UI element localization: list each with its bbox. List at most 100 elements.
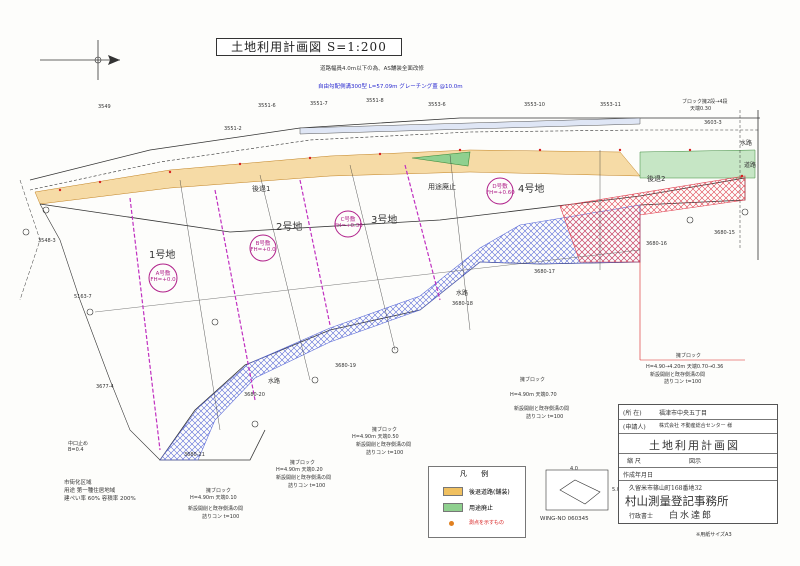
block-c-height: H=4.90m 天端0.50 [352,434,399,440]
parcel-label: 3549 [98,104,111,110]
block-mid-height: H=4.90m 天端0.70 [510,392,557,398]
legend-heading: 凡 例 [459,470,495,478]
applicant-label: (申請人) [623,424,646,431]
parcel-label: 3553-11 [600,102,621,108]
doc-title: 土地利用計画図 [649,439,740,452]
parcel-label: 5163-7 [74,294,92,300]
parcel-label: 3680-16 [646,241,667,247]
legend-point-icon [449,521,454,526]
waterway-label-3: 水路 [740,140,753,147]
legend: 凡 例 後退道路(舗装) 用途廃止 測点を示すもの [428,466,526,538]
lot-stamp-top: D号敷 [492,184,508,190]
north-arrow-icon [40,40,120,80]
zoning-1: 市街化区域 [64,480,92,486]
person-label: 行政書士 [629,513,654,520]
block-a-height: H=4.90m 天端0.10 [190,495,237,501]
lot-stamp-c [334,210,362,238]
gutter-note: 自由勾配側溝300型 L=57.09m グレーチング蓋 @10.0m [318,84,463,90]
block-c-title: 擁ブロック [372,427,398,433]
zoning-2: 用途 第一種住居地域 [64,488,116,494]
abolished-area [411,151,471,167]
block-a-title: 擁ブロック [206,488,232,494]
scale-value: 図示 [689,458,702,465]
block-a-new: 新設開削と既存側溝の間 [188,506,244,512]
lot-label: 2号地 [276,222,303,233]
top-note: 道路幅員4.0m以下の為、AS舗装全面改修 [320,66,424,72]
block-c-conc: 詰りコン t=100 [366,450,404,456]
legend-item-point: 測点を示すもの [469,520,505,526]
parcel-label: 3680-17 [534,269,555,275]
parcel-label: 3553-10 [524,102,545,108]
parcel-label: 3551-6 [258,103,276,109]
block-mid-new: 新設開削と既存側溝の間 [514,406,570,412]
office-address: 久留米市篠山町168番地32 [629,485,703,492]
date-label: 作成年月日 [623,472,654,479]
waterway-label-1: 水路 [268,378,281,385]
lot-stamp-mid: FH=+0.30 [334,223,363,229]
page-title: 土地利用計画図 S=1:200 [216,38,402,56]
location-row: (所 在) 福津市中央五丁目 [619,405,777,420]
lot-stamp-top: B号敷 [255,241,271,247]
block-top-height: 天端0.30 [690,106,712,112]
parcel-label: 3551-2 [224,126,242,132]
parcel-label: 3680-20 [244,392,265,398]
block-mid-title: 擁ブロック [520,377,546,383]
red-hatch-area [559,175,746,263]
mini-sketch [545,469,609,511]
lot-stamp-b [249,234,277,262]
back-road-2-label: 後退2 [647,175,666,183]
back-road-strip [34,149,641,205]
block-right-title: 擁ブロック [676,353,702,359]
mini-dim-2: 5.0 [612,487,620,493]
block-a-conc: 詰りコン t=100 [202,514,240,520]
date-row: 作成年月日 [619,467,777,481]
block-top-note: ブロック擁2段→4段 [682,99,728,105]
abolished-label: 用途廃止 [428,183,456,191]
lot-label: 1号地 [149,250,176,261]
lot-stamp-d [486,177,514,205]
lot-stamp-mid: FH=+0.60 [486,190,515,196]
person-name: 白水達郎 [669,511,714,521]
block-b-title: 擁ブロック [290,460,316,466]
legend-swatch-abolished [443,503,463,512]
location-label: (所 在) [623,410,642,417]
parcel-label: 3680-21 [184,452,205,458]
corner-note-1: 中口止め [68,441,89,447]
lot-stamp-a [148,263,178,293]
scale-label: 縮 尺 [627,458,641,465]
block-right-new: 新設開削と既存側溝の間 [650,372,706,378]
wing-number: WING-NO 060345 [540,516,589,522]
parcel-label: 3680-18 [452,301,473,307]
applicant-row: (申請人) 株式会社 不動産総合センター 様 [619,419,777,434]
legend-item-abolished: 用途廃止 [469,505,494,512]
waterway-label-2: 水路 [456,290,469,297]
legend-item-road: 後退道路(舗装) [469,489,510,496]
parcel-label: 3677-4 [96,384,114,390]
parcel-label: 3680-19 [335,363,356,369]
block-right-conc: 詰りコン t=100 [664,379,702,385]
paper-size-note: ※用紙サイズA3 [696,532,732,538]
block-b-height: H=4.90m 天端0.20 [276,467,323,473]
legend-swatch-road [443,487,463,496]
office-block: 久留米市篠山町168番地32 村山測量登記事務所 行政書士 白水達郎 [619,481,777,523]
office-name: 村山測量登記事務所 [625,494,729,508]
corner-note-2: B=0.4 [68,447,84,453]
parcel-label: 3551-8 [366,98,384,104]
parcel-label: 3603-3 [704,120,722,126]
lot-stamp-top: A号敷 [155,271,171,277]
lot-label: 4号地 [518,184,545,195]
lot-label: 3号地 [371,215,398,226]
mini-dim-1: 4.0 [570,466,578,472]
retaining-wall-hatch [159,204,641,461]
scale-row: 縮 尺 図示 [619,453,777,468]
lot-stamp-mid: FH=+0.0 [250,247,276,253]
block-b-conc: 詰りコン t=100 [288,483,326,489]
location-value: 福津市中央五丁目 [659,410,708,417]
zoning-3: 建ぺい率 60% 容積率 200% [64,496,136,502]
parcel-label: 3553-6 [428,102,446,108]
back-road-1-label: 後退1 [252,185,271,193]
block-mid-conc: 詰りコン t=100 [526,414,564,420]
parcel-label: 3548-3 [38,238,56,244]
